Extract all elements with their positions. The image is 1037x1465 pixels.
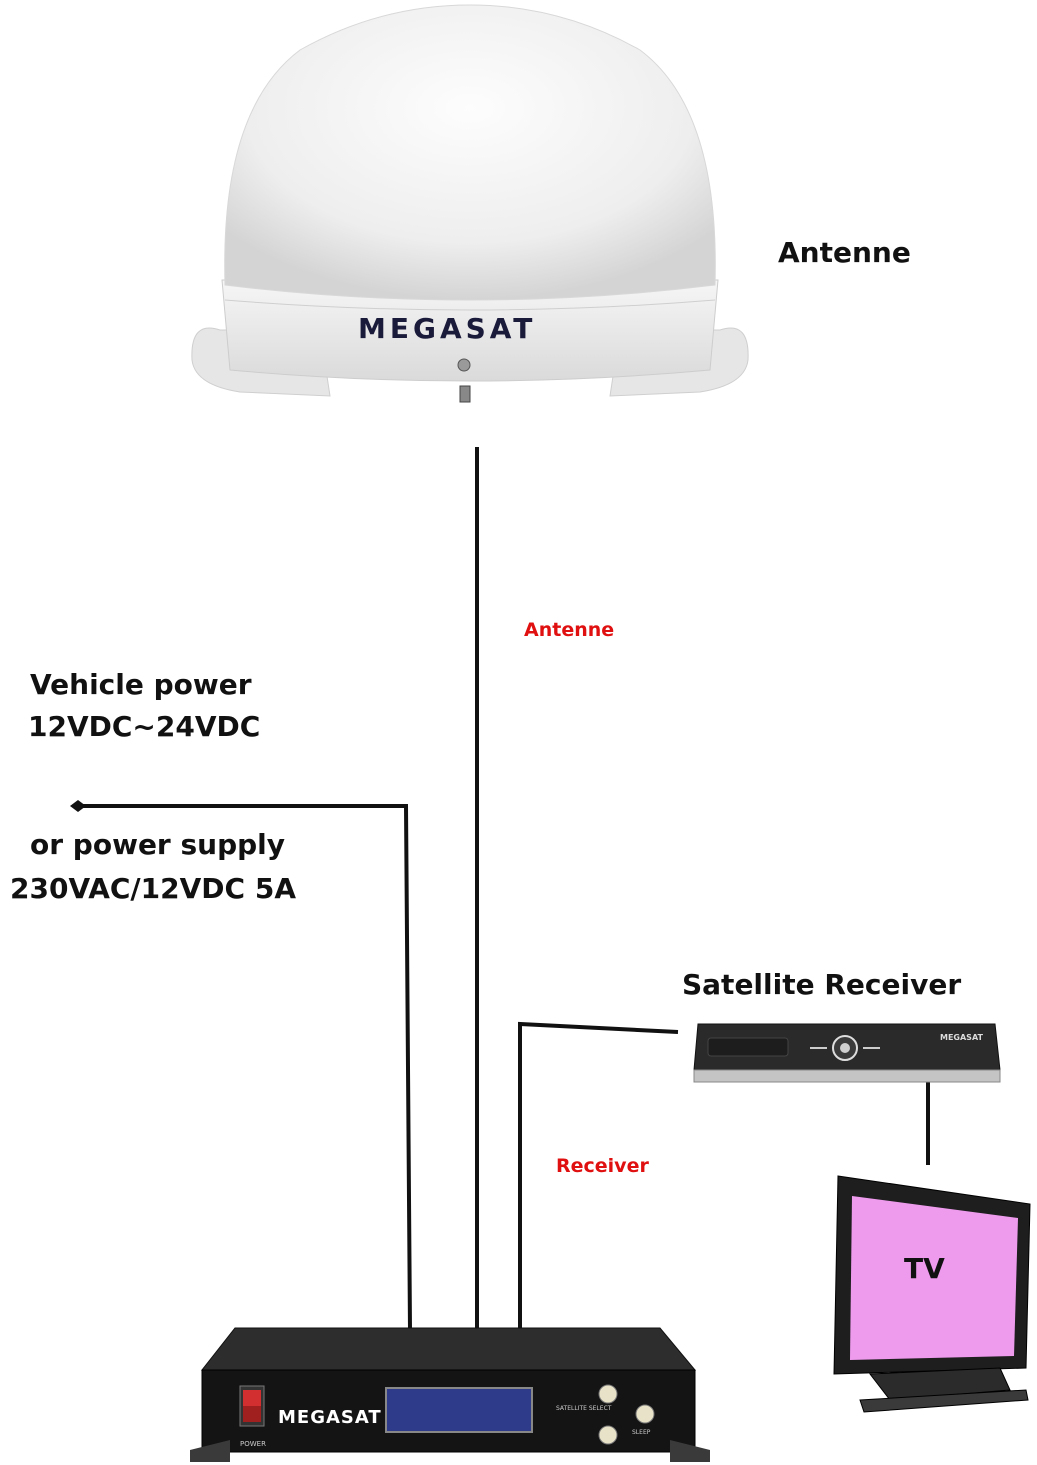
antenna-title: Antenne: [778, 236, 911, 269]
antenna-dome: MEGASAT: [191, 4, 749, 403]
tv-label: TV: [904, 1252, 945, 1285]
power-connector-icon: [70, 800, 86, 812]
antenna-brand: MEGASAT: [358, 312, 536, 345]
controller-power-label: POWER: [240, 1440, 266, 1448]
controller-brand: MEGASAT: [278, 1407, 382, 1428]
power-cable: [78, 804, 412, 1331]
satellite-receiver-label: Satellite Receiver: [682, 968, 962, 1001]
vehicle-power-label: Vehicle power: [30, 668, 252, 701]
vehicle-power-voltage: 12VDC~24VDC: [28, 710, 261, 743]
tv: TV: [833, 1175, 1031, 1413]
controller-sleep: SLEEP: [632, 1429, 651, 1436]
receiver-cable: [518, 1021, 679, 1330]
antenna-controller: POWER MEGASAT SATELLITE SELECT SLEEP: [190, 1327, 710, 1462]
antenna-cable-label: Antenne: [524, 619, 615, 641]
power-supply-spec: 230VAC/12VDC 5A: [10, 872, 296, 905]
receiver-brand: MEGASAT: [940, 1033, 984, 1042]
receiver-cable-label: Receiver: [556, 1155, 649, 1177]
satellite-receiver: MEGASAT: [693, 1023, 1001, 1083]
controller-satellite-select: SATELLITE SELECT: [556, 1405, 612, 1412]
power-supply-label: or power supply: [30, 828, 286, 861]
